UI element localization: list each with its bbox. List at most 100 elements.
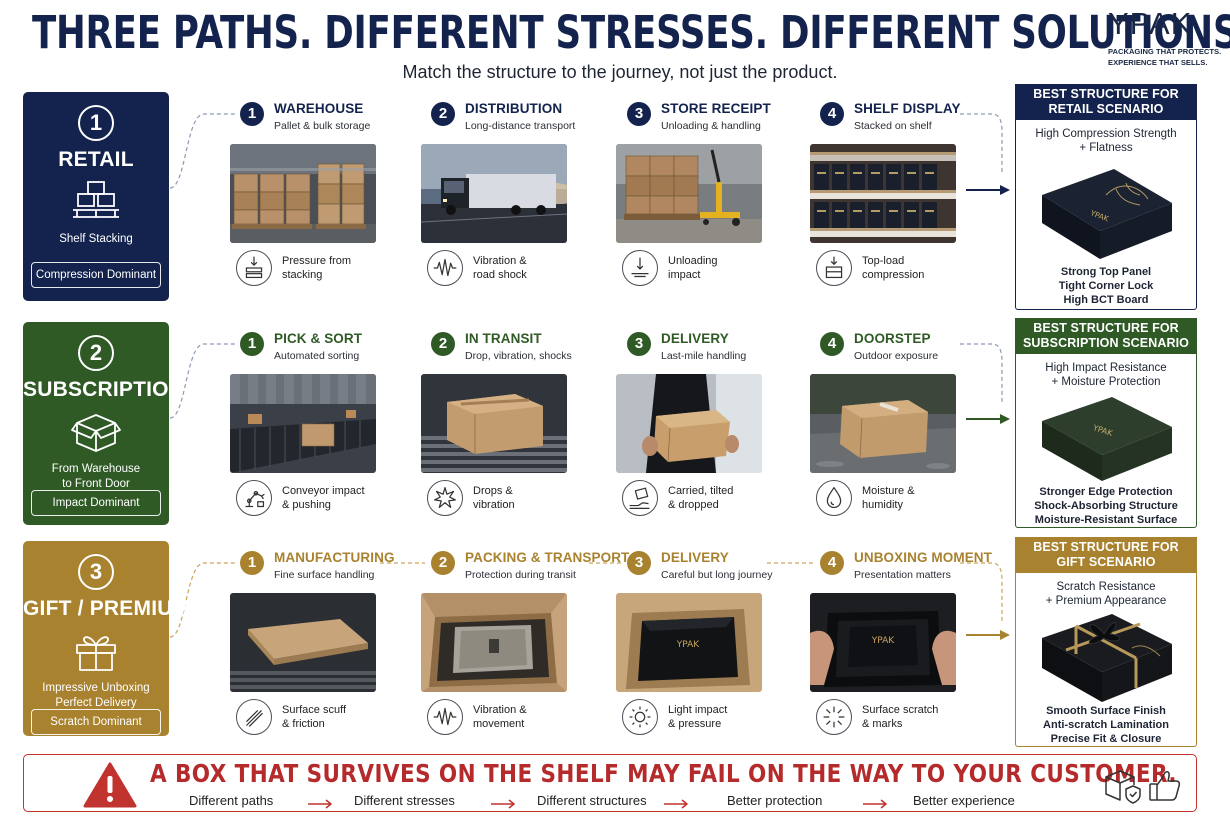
step-number-circle: 1 <box>240 551 264 575</box>
step-title: SHELF DISPLAY <box>854 101 961 116</box>
flow-arrow-graphic <box>664 799 689 809</box>
droplet-icon <box>816 480 852 516</box>
step-title: UNBOXING MOMENT <box>854 550 992 565</box>
step-number-circle: 4 <box>820 551 844 575</box>
solution-feature-line: Scratch Resistance <box>1056 581 1156 593</box>
solution-header-line: BEST STRUCTURE FOR <box>1033 87 1179 101</box>
solution-feature-line: + Moisture Protection <box>1051 376 1161 388</box>
store-shelf-photo-graphic <box>810 144 956 243</box>
stress-description-line: Carried, tilted <box>668 485 734 497</box>
vibration-wave-icon-graphic <box>433 707 457 726</box>
flow-arrow-icon <box>491 796 517 809</box>
flow-step: Different stresses <box>354 793 455 808</box>
unboxing-hands-photo-graphic: YPAK <box>810 593 956 692</box>
scenario-description: Shelf Stacking <box>23 232 169 247</box>
shield-box-icon <box>1105 770 1141 804</box>
flow-arrow-icon <box>664 796 690 809</box>
scuff-icon <box>236 699 272 735</box>
stress-item: Drops &vibration <box>427 480 567 520</box>
page-title: THREE PATHS. DIFFERENT STRESSES. DIFFERE… <box>32 6 1230 59</box>
scenario-description-line: Impressive Unboxing <box>42 682 150 694</box>
stacked-boxes-icon <box>71 178 121 224</box>
stress-item: Surface scuff& friction <box>236 699 376 739</box>
bottom-icons <box>1105 770 1181 804</box>
scenario-description-line: to Front Door <box>62 478 130 490</box>
navy-box-icon-graphic: YPAK <box>1042 169 1172 259</box>
stress-description-line: Drops & <box>473 485 513 497</box>
step-subtitle: Last-mile handling <box>661 350 747 362</box>
step-number-circle: 3 <box>627 102 651 126</box>
stress-description-line: Light impact <box>668 704 728 716</box>
step-number-circle: 3 <box>627 551 651 575</box>
solution-feature-line: + Flatness <box>1079 142 1133 154</box>
solution-arrow-head <box>1000 185 1010 195</box>
impact-down-icon <box>622 250 658 286</box>
box-brand-mark: YPAK <box>871 636 896 646</box>
step-subtitle: Careful but long journey <box>661 569 773 581</box>
stacked-boxes-icon-graphic <box>73 181 119 218</box>
courier-photo-graphic <box>616 374 762 473</box>
brand-tagline-1: PACKAGING THAT PROTECTS. <box>1108 47 1222 56</box>
stress-item: Vibration &movement <box>427 699 567 739</box>
hand-carry-icon-graphic <box>629 487 650 510</box>
doorstep-box-photo <box>810 374 956 473</box>
light-impact-icon <box>622 699 658 735</box>
scenario-dominant-badge: Compression Dominant <box>31 262 161 288</box>
flow-arrow-graphic <box>308 799 333 809</box>
stress-description-line: & marks <box>862 718 903 730</box>
robot-arm-icon <box>236 480 272 516</box>
stress-description-line: road shock <box>473 269 527 281</box>
top-load-icon <box>816 250 852 286</box>
flat-board-photo-graphic <box>230 593 376 692</box>
solution-feature: High Impact Resistance + Moisture Protect… <box>1016 361 1196 389</box>
solution-feature-line: High Impact Resistance <box>1045 362 1167 374</box>
vibration-wave-icon <box>427 250 463 286</box>
scenario-dominant-badge: Scratch Dominant <box>31 709 161 735</box>
scenario-dominant-badge: Impact Dominant <box>31 490 161 516</box>
doorstep-box-photo-graphic <box>810 374 956 473</box>
brand-tagline-2: EXPERIENCE THAT SELLS. <box>1108 58 1208 67</box>
stress-description: Surface scuff& friction <box>282 703 346 731</box>
droplet-icon-graphic <box>826 486 842 509</box>
solution-header-line: RETAIL SCENARIO <box>1048 102 1164 116</box>
step-subtitle: Stacked on shelf <box>854 120 932 132</box>
truck-photo <box>421 144 567 243</box>
flow-step: Better protection <box>727 793 823 808</box>
solution-spec-line: Strong Top Panel <box>1060 266 1152 278</box>
packed-gift-photo-graphic <box>421 593 567 692</box>
step-number-circle: 1 <box>240 332 264 356</box>
unboxing-hands-photo: YPAK <box>810 593 956 692</box>
solution-arrow-head <box>1000 414 1010 424</box>
step-title: DOORSTEP <box>854 331 931 346</box>
step-subtitle: Pallet & bulk storage <box>274 120 371 132</box>
scenario-number: 3 <box>78 554 114 590</box>
pressure-down-icon-graphic <box>245 256 263 279</box>
scuff-icon-graphic <box>246 709 263 727</box>
hand-carry-icon <box>622 480 658 516</box>
stress-description: Moisture &humidity <box>862 484 915 512</box>
open-box-icon <box>71 408 121 454</box>
ribbon-box-icon <box>1036 604 1176 702</box>
stress-description-line: & pushing <box>282 499 331 511</box>
solution-spec-line: Shock-Absorbing Structure <box>1034 500 1178 512</box>
solution-header-line: BEST STRUCTURE FOR <box>1033 540 1179 554</box>
vibration-wave-icon-graphic <box>433 258 457 277</box>
stress-description: Surface scratch& marks <box>862 703 938 731</box>
stress-description-line: stacking <box>282 269 323 281</box>
light-impact-icon-graphic <box>629 706 651 728</box>
solution-feature-line: High Compression Strength <box>1035 128 1177 140</box>
step-title: PACKING & TRANSPORT <box>465 550 630 565</box>
